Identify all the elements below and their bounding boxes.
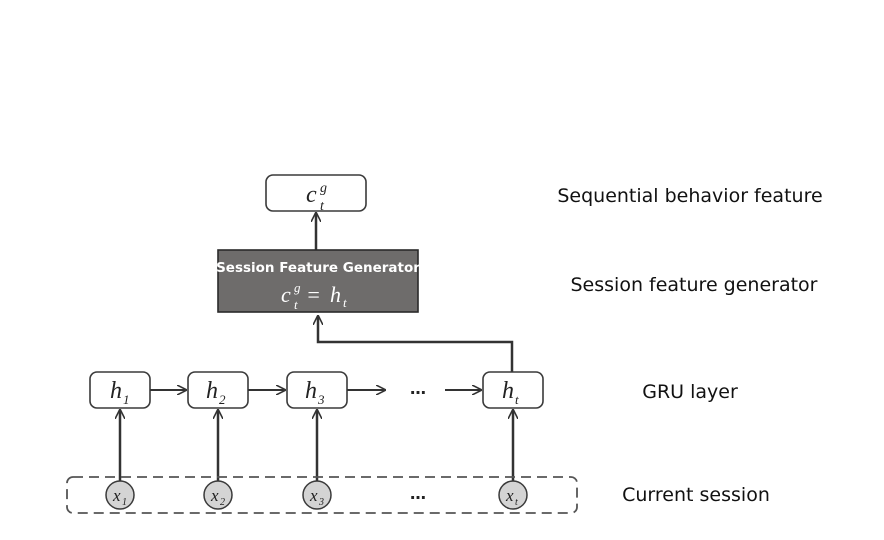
hidden-node-h3: h 3 [286, 371, 348, 409]
generator-eq-lhs-sub: t [294, 297, 298, 312]
generator-eq-rhs-sub: t [343, 295, 347, 310]
input-node-sub: 1 [122, 497, 127, 508]
input-node-x3: x 3 [302, 480, 332, 510]
input-node-base: x [112, 486, 121, 505]
hidden-node-sub: t [515, 392, 519, 407]
input-node-base: x [309, 486, 318, 505]
input-node-xt: x t [498, 480, 528, 510]
input-node-sub: 3 [318, 497, 324, 508]
hidden-node-ht: h t [482, 371, 544, 409]
hidden-node-h1: h 1 [89, 371, 151, 409]
arrow-ht-to-generator [318, 316, 514, 372]
label-session-feature-generator: Session feature generator [571, 274, 818, 296]
input-node-base: x [210, 486, 219, 505]
input-node-sub: 2 [220, 497, 225, 508]
session-feature-generator-box: Session Feature Generator c g t = h t [216, 249, 420, 313]
input-node-sub: t [515, 497, 518, 508]
generator-eq-lhs-base: c [281, 282, 291, 307]
label-sequential-behavior-feature: Sequential behavior feature [557, 185, 822, 207]
hidden-node-sub: 1 [123, 392, 130, 407]
hidden-node-base: h [110, 378, 122, 404]
input-ellipsis: … [410, 484, 426, 503]
hidden-node-base: h [305, 378, 317, 404]
generator-eq-lhs-sup: g [294, 280, 301, 295]
input-node-base: x [505, 486, 514, 505]
input-node-x2: x 2 [203, 480, 233, 510]
hidden-node-h2: h 2 [187, 371, 249, 409]
output-node-sub: t [320, 199, 325, 214]
hidden-node-sub: 2 [219, 392, 226, 407]
input-node-x1: x 1 [105, 480, 135, 510]
hidden-node-base: h [206, 378, 218, 404]
generator-title: Session Feature Generator [216, 260, 420, 276]
generator-eq-op: = [306, 282, 321, 307]
output-node: c g t [265, 174, 367, 214]
label-current-session: Current session [622, 484, 770, 506]
output-node-base: c [306, 182, 317, 208]
current-session-container [66, 476, 578, 514]
generator-eq-rhs-base: h [330, 282, 341, 307]
output-node-sup: g [320, 181, 327, 196]
label-gru-layer: GRU layer [642, 381, 738, 403]
hidden-ellipsis: … [410, 379, 426, 398]
hidden-node-sub: 3 [317, 392, 325, 407]
hidden-node-base: h [502, 378, 514, 404]
